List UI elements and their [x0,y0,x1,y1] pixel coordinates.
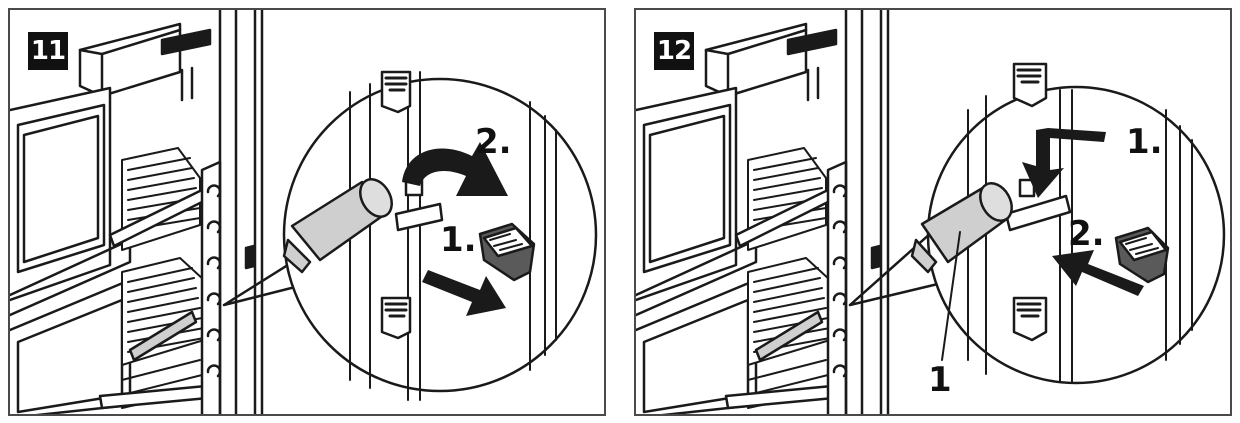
arrow-step-2 [402,142,508,196]
magnified-detail [282,70,598,401]
step-number-badge: 12 [654,32,694,70]
door-clip [244,244,256,270]
hinge-strip [200,160,222,414]
label-step-1: 1. [1126,122,1163,162]
magnified-detail [910,62,1226,385]
label-step-2: 2. [1068,214,1105,254]
label-step-1: 1. [440,220,477,260]
rail-bottom [724,384,836,410]
step-11-panel: 11 2. 1. [8,8,606,416]
cabinet-top-block [704,22,838,102]
drawer-upper [10,86,132,317]
door-clip [870,244,882,270]
cabinet-frame [218,10,264,414]
drawer-upper [636,86,758,317]
shelf-grill-lower [747,257,831,409]
hinge-strip [826,160,848,414]
arrow-step-1 [1022,128,1106,198]
rail-bottom [98,384,210,410]
label-step-2: 2. [475,122,512,162]
arrow-step-2 [1052,250,1144,296]
cabinet-top-block [78,22,212,102]
part-leader-line [941,231,961,361]
step-12-panel: 12 1. 2. 1 [634,8,1232,416]
step-12-illustration [636,10,1226,414]
step-11-illustration [10,10,598,414]
arrow-step-1 [422,270,506,316]
rail-lower [754,310,824,362]
cabinet-frame [844,10,890,414]
rail-lower [128,310,198,362]
label-part-1: 1 [928,360,952,400]
step-number-badge: 11 [28,32,68,70]
